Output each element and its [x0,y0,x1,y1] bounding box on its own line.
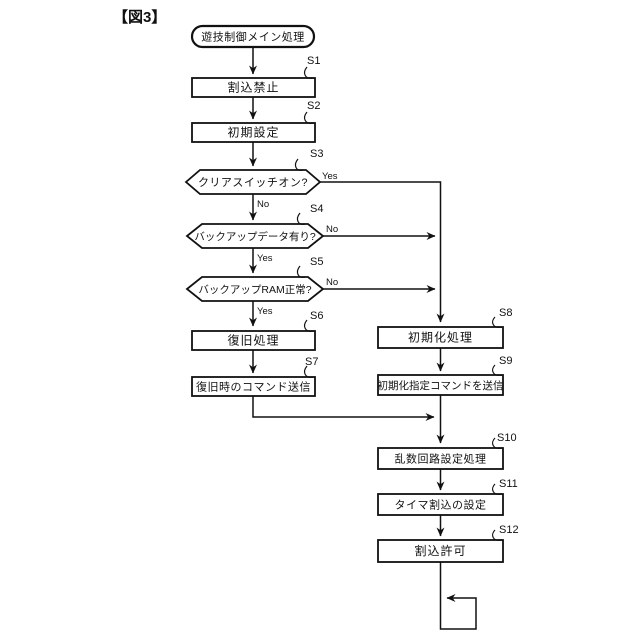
step-s4-ref-squiggle [296,212,306,225]
step-s9-shape [377,374,504,396]
step-s10-ref-label: S10 [497,432,517,444]
step-s6-ref-squiggle [304,319,315,332]
step-s9-ref-squiggle [492,364,503,376]
step-s9-label: 初期化指定コマンドを送信 [378,379,504,392]
step-s6-label: 復旧処理 [227,333,279,348]
step-s3: クリアスイッチオン? S3 [184,148,323,195]
step-s5-ref-label: S5 [310,256,323,268]
step-s12-shape [377,539,504,563]
flow-edges [249,47,477,630]
step-s8-ref-squiggle [492,316,503,328]
step-s4-shape [185,223,325,249]
step-s9-ref-label: S9 [499,355,512,367]
step-s11-ref-squiggle [492,483,503,495]
edge-s7-to-merge [252,396,435,421]
branch-label-s4-yes: Yes [257,253,273,264]
step-s3-ref-label: S3 [310,148,323,160]
step-s12: 割込許可 S12 [377,524,519,563]
step-s2-label: 初期設定 [227,125,279,140]
step-s11-shape [377,493,504,516]
step-s1-ref-label: S1 [307,55,320,67]
branch-label-s5-no: No [326,277,338,288]
branch-label-s3-yes: Yes [322,171,338,182]
step-s3-ref-squiggle [294,158,304,171]
step-s10-label: 乱数回路設定処理 [395,452,487,466]
branch-labels: Yes No No Yes No Yes [257,171,338,317]
step-s3-label: クリアスイッチオン? [198,176,308,189]
step-s11: タイマ割込の設定 S11 [377,478,518,516]
step-s1-label: 割込禁止 [227,80,279,95]
figure-label: 【図3】 [113,8,166,26]
step-s8: 初期化処理 S8 [377,307,512,349]
step-s2-shape [191,122,316,143]
step-s7-label: 復旧時のコマンド送信 [196,380,311,394]
step-s2-ref-label: S2 [307,100,320,112]
step-s10-shape [377,447,504,470]
step-s7-shape [191,376,316,397]
step-s4-ref-label: S4 [310,203,323,215]
branch-label-s5-yes: Yes [257,306,273,317]
step-s10-ref-squiggle [492,437,503,449]
step-s5-shape [185,276,325,302]
step-s7-ref-label: S7 [305,356,318,368]
step-s1-shape [191,77,316,98]
step-s1-ref-squiggle [304,66,315,79]
step-s5-ref-squiggle [296,265,306,278]
step-s3-shape [184,169,322,195]
step-s7-ref-squiggle [304,365,315,378]
step-s2: 初期設定 S2 [191,100,320,143]
step-s1: 割込禁止 S1 [191,55,320,98]
step-s2-ref-squiggle [304,111,315,124]
step-s4: バックアップデータ有り? S4 [185,203,325,249]
branch-label-s4-no: No [326,224,338,235]
step-s8-label: 初期化処理 [408,331,473,345]
start-node-label: 遊技制御メイン処理 [201,30,305,44]
step-s9: 初期化指定コマンドを送信 S9 [377,355,512,396]
step-s10: 乱数回路設定処理 S10 [377,432,517,470]
step-s12-ref-squiggle [492,529,503,541]
step-s6: 復旧処理 S6 [191,310,323,351]
start-node: 遊技制御メイン処理 [190,24,316,49]
step-s8-shape [377,326,504,349]
edge-s12-main-loop [439,562,477,630]
step-s5-label: バックアップRAM正常? [198,283,311,296]
step-s11-label: タイマ割込の設定 [395,498,487,512]
step-s6-shape [191,330,316,351]
step-s6-ref-label: S6 [310,310,323,322]
start-node-shape [190,24,316,49]
step-s8-ref-label: S8 [499,307,512,319]
step-s11-ref-label: S11 [499,478,518,490]
step-s7: 復旧時のコマンド送信 S7 [191,356,318,397]
step-s4-label: バックアップデータ有り? [194,230,315,243]
branch-label-s3-no: No [257,199,269,210]
edge-s3-yes-to-s8 [320,181,445,323]
step-s12-label: 割込許可 [414,543,466,558]
step-s12-ref-label: S12 [499,524,519,536]
step-s5: バックアップRAM正常? S5 [185,256,325,302]
